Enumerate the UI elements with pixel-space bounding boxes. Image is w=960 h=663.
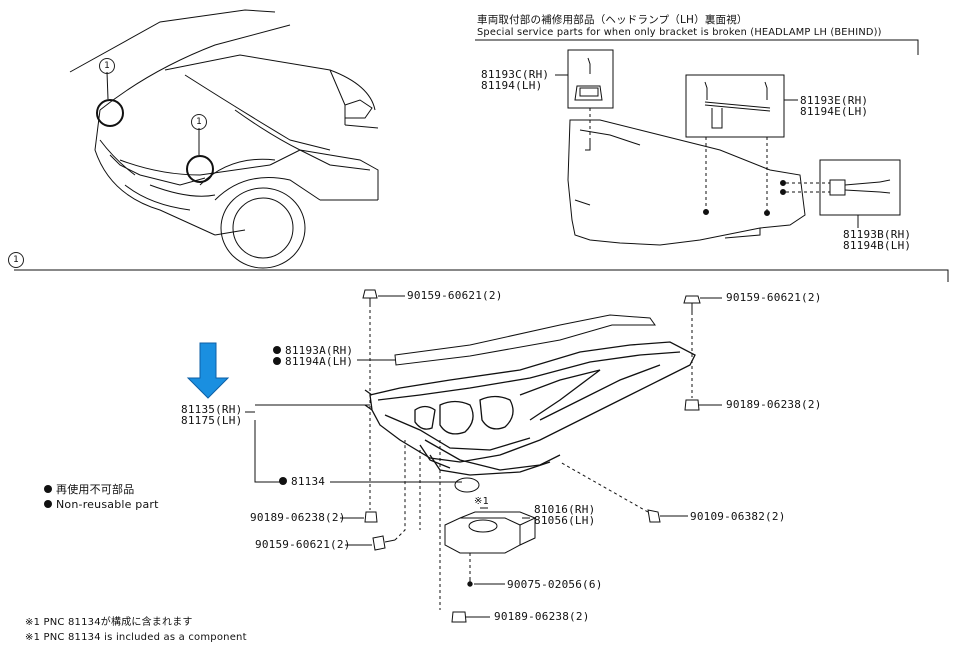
part-label-81134: 81134 — [279, 476, 325, 488]
part-label-81016: 81016(RH) — [534, 503, 596, 516]
screw-right-shape — [684, 399, 722, 411]
part-label-81193e: 81193E(RH) — [800, 94, 869, 107]
blue-arrow-indicator — [186, 342, 230, 399]
inset-title-en: Special service parts for when only brac… — [477, 27, 882, 38]
screw-left-shape — [340, 511, 378, 523]
inset-title-jp: 車両取付部の補修用部品（ヘッドランプ（LH）裏面視） — [477, 14, 748, 26]
headlamp-assembly-shape — [364, 341, 696, 476]
part-label-81194a: 81194A(LH) — [273, 356, 353, 368]
part-label-bolt-top-right: 90159-60621(2) — [726, 291, 822, 304]
inset-headlamp-back — [567, 119, 806, 246]
part-label-screw-left: 90189-06238(2) — [250, 511, 346, 524]
legend-jp: 再使用不可部品 — [44, 484, 134, 496]
part-label-81175: 81175(LH) — [181, 414, 243, 427]
gasket-ring — [454, 477, 480, 493]
part-label-screw-right: 90189-06238(2) — [726, 398, 822, 411]
bolt-top-right-shape — [683, 295, 722, 398]
ballast-shape — [419, 440, 536, 610]
ballast-note-mark: ※1 — [474, 496, 489, 507]
inset-bracket — [475, 39, 919, 55]
footnote-en: ※1 PNC 81134 is included as a component — [25, 632, 247, 643]
part-label-81193a: 81193A(RH) — [273, 345, 353, 357]
legend-en: Non-reusable part — [44, 499, 159, 511]
part-label-81135: 81135(RH) — [181, 403, 243, 416]
main-frame-bracket — [14, 269, 949, 282]
inset-clip-c — [555, 49, 614, 140]
footnote-jp: ※1 PNC 81134が構成に含まれます — [25, 617, 193, 628]
bracket-strip — [357, 314, 656, 366]
screw-side-shape — [559, 461, 688, 523]
part-label-81194: 81194(LH) — [481, 79, 543, 92]
callout-number: 1 — [8, 252, 24, 268]
part-label-screw-ballast: 90075-02056(6) — [507, 578, 603, 591]
part-label-bolt-left: 90159-60621(2) — [255, 538, 351, 551]
highlight-circle-left — [96, 99, 124, 127]
part-label-81056: 81056(LH) — [534, 514, 596, 527]
bolt-left-shape — [345, 440, 406, 551]
part-label-81193b: 81193B(RH) — [843, 228, 912, 241]
screw-bottom-shape — [451, 611, 490, 623]
inset-bracket-e — [685, 74, 798, 216]
part-label-81194e: 81194E(LH) — [800, 105, 869, 118]
part-label-81193c: 81193C(RH) — [481, 68, 550, 81]
part-label-bolt-top-left: 90159-60621(2) — [407, 289, 503, 302]
inset-bracket-b — [780, 159, 901, 228]
part-label-screw-side: 90109-06382(2) — [690, 510, 786, 523]
highlight-circle-right — [186, 155, 214, 183]
bolt-top-left-shape — [362, 289, 405, 510]
part-label-81194b: 81194B(LH) — [843, 239, 912, 252]
part-label-screw-bottom: 90189-06238(2) — [494, 610, 590, 623]
